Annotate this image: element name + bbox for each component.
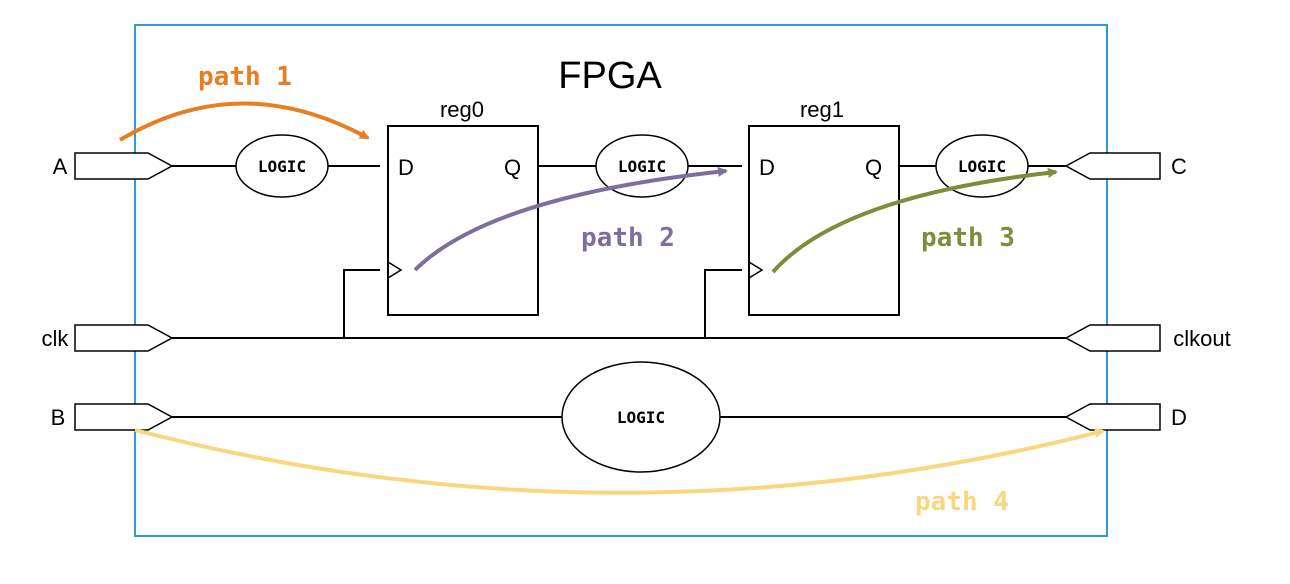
logic-label: LOGIC xyxy=(618,157,666,176)
register-reg0: reg0 D Q xyxy=(387,97,539,316)
wire-clk-reg1 xyxy=(704,269,742,338)
output-port-shape xyxy=(1064,152,1161,180)
port-c: C xyxy=(1064,152,1187,180)
path-3-label: path 3 xyxy=(921,223,1015,253)
register-box xyxy=(387,125,539,316)
logic-ellipse xyxy=(595,134,689,198)
logic-ellipse xyxy=(561,361,721,473)
port-b: B xyxy=(51,403,174,431)
logic-block-b-d: LOGIC xyxy=(561,361,721,473)
register-d-pin: D xyxy=(398,155,414,180)
port-clk-label: clk xyxy=(42,326,70,351)
clock-triangle xyxy=(387,261,403,279)
logic-label: LOGIC xyxy=(958,157,1006,176)
logic-label: LOGIC xyxy=(617,408,665,427)
output-port-shape xyxy=(1064,324,1161,352)
logic-block-reg0-reg1: LOGIC xyxy=(595,134,689,198)
path-2-label: path 2 xyxy=(581,223,675,253)
register-q-pin: Q xyxy=(865,155,882,180)
wires xyxy=(172,165,1066,418)
logic-ellipse xyxy=(235,134,329,198)
input-port-shape xyxy=(74,152,174,180)
port-a: A xyxy=(53,152,174,180)
port-a-label: A xyxy=(53,154,68,179)
port-c-label: C xyxy=(1171,154,1187,179)
path-1-label: path 1 xyxy=(198,62,292,92)
fpga-boundary xyxy=(134,24,1108,537)
register-box xyxy=(748,125,900,316)
timing-path-2: path 2 xyxy=(413,166,728,272)
logic-label: LOGIC xyxy=(258,157,306,176)
input-port-shape xyxy=(74,403,174,431)
register-name: reg1 xyxy=(800,97,844,122)
logic-block-c: LOGIC xyxy=(935,134,1029,198)
wire-clk-reg0 xyxy=(343,269,380,338)
path-1-arrow xyxy=(118,101,370,142)
port-clkout: clkout xyxy=(1064,324,1231,352)
logic-block-a: LOGIC xyxy=(235,134,329,198)
register-reg1: reg1 D Q xyxy=(748,97,900,316)
register-d-pin: D xyxy=(759,155,775,180)
path-3-arrow xyxy=(771,167,1058,274)
register-q-pin: Q xyxy=(504,155,521,180)
timing-path-3: path 3 xyxy=(771,167,1058,274)
path-4-label: path 4 xyxy=(915,487,1009,517)
clock-triangle xyxy=(748,261,764,279)
port-clk: clk xyxy=(42,324,174,352)
logic-ellipse xyxy=(935,134,1029,198)
port-b-label: B xyxy=(51,405,66,430)
path-2-arrow xyxy=(413,166,728,272)
register-name: reg0 xyxy=(440,97,484,122)
port-d: D xyxy=(1064,403,1187,431)
port-clkout-label: clkout xyxy=(1173,326,1230,351)
fpga-title: FPGA xyxy=(558,55,662,97)
timing-path-4: path 4 xyxy=(134,428,1105,517)
path-4-arrow xyxy=(134,428,1105,495)
input-port-shape xyxy=(74,324,174,352)
output-port-shape xyxy=(1064,403,1161,431)
timing-path-1: path 1 xyxy=(118,62,370,142)
port-d-label: D xyxy=(1171,405,1187,430)
